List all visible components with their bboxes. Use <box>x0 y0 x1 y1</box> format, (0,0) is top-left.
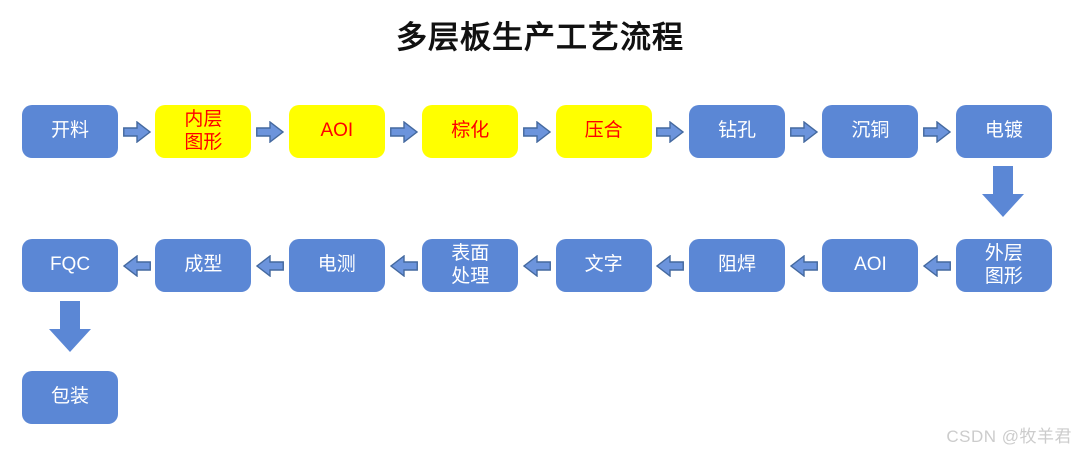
flow-node: 包装 <box>22 371 118 424</box>
flow-node: 内层 图形 <box>155 105 252 158</box>
arrow-left-icon <box>518 254 555 277</box>
arrow-left-icon <box>385 254 422 277</box>
flow-node: 表面 处理 <box>422 239 519 292</box>
arrow-right-icon <box>118 120 155 143</box>
flow-node: 压合 <box>555 105 652 158</box>
flow-node: 成型 <box>155 239 252 292</box>
flow-node: 电测 <box>288 239 385 292</box>
arrow-right-icon <box>385 120 422 143</box>
arrow-right-icon <box>785 120 822 143</box>
arrow-left-icon <box>785 254 822 277</box>
flow-node: 棕化 <box>422 105 519 158</box>
arrow-down-icon <box>48 301 92 353</box>
arrow-right-icon <box>919 120 956 143</box>
diagram-title: 多层板生产工艺流程 <box>396 20 684 56</box>
flow-node: 阻焊 <box>689 239 786 292</box>
watermark: CSDN @牧羊君 <box>946 427 1072 446</box>
arrow-left-icon <box>252 254 289 277</box>
flow-node: 开料 <box>22 105 118 158</box>
flow-node: 文字 <box>555 239 652 292</box>
arrow-right-icon <box>652 120 689 143</box>
arrow-down-icon <box>981 166 1025 218</box>
arrow-left-icon <box>652 254 689 277</box>
flow-row-1: 开料 内层 图形 AOI 棕化 压合 钻孔 沉铜 电镀 <box>22 105 1052 158</box>
arrow-left-icon <box>919 254 956 277</box>
arrow-left-icon <box>118 254 155 277</box>
flow-node: AOI <box>822 239 919 292</box>
arrow-right-icon <box>252 120 289 143</box>
flow-row-2: FQC 成型 电测 表面 处理 文字 阻焊 AOI 外层 图形 <box>22 239 1052 292</box>
flow-node: 钻孔 <box>689 105 786 158</box>
flow-node: 电镀 <box>955 105 1052 158</box>
flow-node: AOI <box>288 105 385 158</box>
arrow-right-icon <box>518 120 555 143</box>
flow-node: FQC <box>22 239 118 292</box>
flow-node: 外层 图形 <box>955 239 1052 292</box>
flow-node: 沉铜 <box>822 105 919 158</box>
